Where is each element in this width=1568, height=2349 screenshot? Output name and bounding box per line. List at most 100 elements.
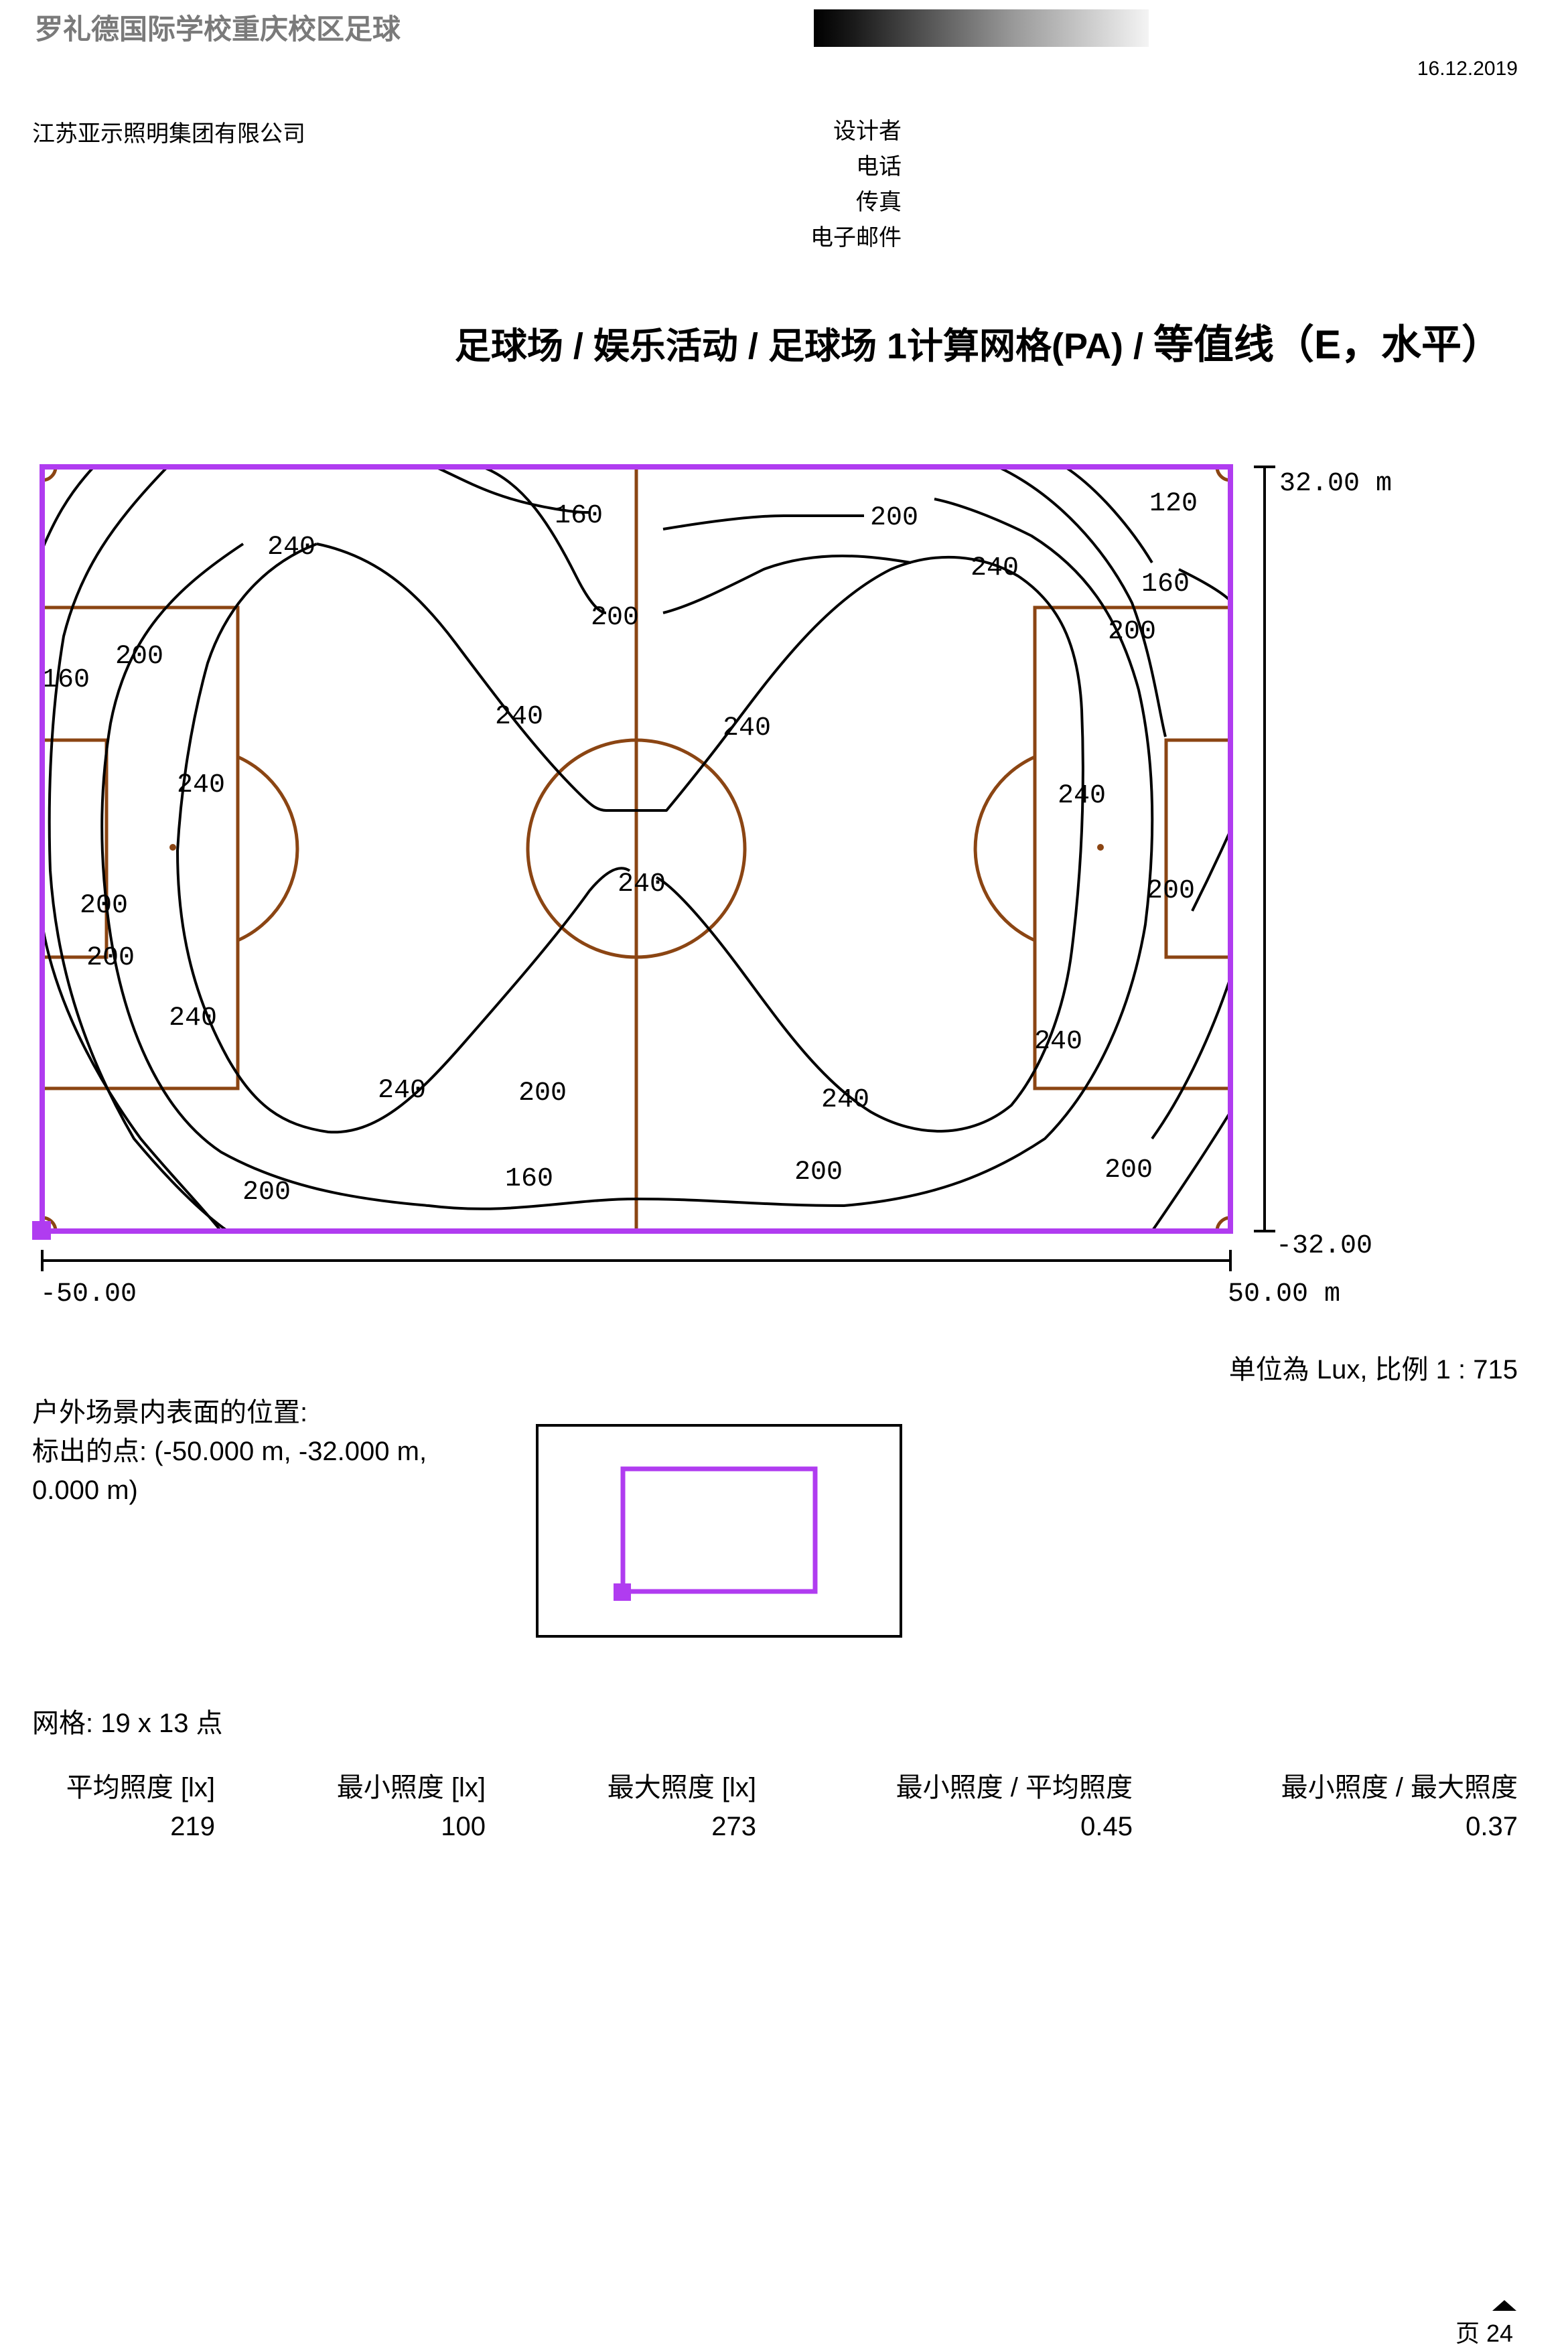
contour-label: 240 — [495, 702, 543, 732]
contour-label: 160 — [555, 501, 603, 531]
page-number: 页 24 — [1455, 2320, 1513, 2347]
contour-label: 200 — [794, 1157, 843, 1188]
contour-label: 160 — [1141, 569, 1190, 599]
stat-label: 最小照度 / 最大照度 — [1281, 1773, 1518, 1802]
stat-value: 273 — [711, 1812, 756, 1841]
stat-maximum: 最大照度 [lx] 273 — [608, 1768, 756, 1846]
stat-average: 平均照度 [lx] 219 — [66, 1768, 215, 1846]
contour-label: 240 — [267, 532, 315, 563]
contour-label: 240 — [169, 1003, 217, 1034]
left-penalty-spot — [169, 844, 176, 851]
stat-min-max: 最小照度 / 最大照度 0.37 — [1281, 1768, 1518, 1846]
contour-label: 120 — [1149, 489, 1198, 519]
header-gradient-bar — [814, 9, 1149, 47]
contour-labels: 160 200 240 200 120 160 200 240 160 200 … — [42, 489, 1198, 1208]
stat-value: 0.45 — [1080, 1812, 1133, 1841]
stat-label: 最大照度 [lx] — [607, 1773, 756, 1802]
right-penalty-spot — [1097, 844, 1104, 851]
isoline-160-left — [48, 466, 229, 1232]
stat-value: 0.37 — [1466, 1812, 1518, 1841]
isoline-right-top-edge — [1178, 568, 1232, 602]
contour-label: 200 — [1104, 1155, 1153, 1186]
isoline-200-right-lower — [1151, 977, 1232, 1140]
y-max-label: 32.00 m — [1279, 469, 1392, 499]
isoline-240-left-upper — [316, 543, 607, 812]
isoline-200-top-left — [482, 466, 607, 614]
isoline-200-top-right — [662, 555, 912, 614]
email-label: 电子邮件 — [810, 225, 902, 251]
dimension-labels: 32.00 m -32.00 -50.00 50.00 m — [40, 469, 1392, 1309]
designer-label: 设计者 — [833, 119, 902, 144]
contour-label: 240 — [821, 1085, 869, 1115]
report-date: 16.12.2019 — [1417, 58, 1518, 80]
contour-label: 160 — [42, 665, 90, 695]
contour-label: 200 — [86, 943, 135, 973]
x-max-label: 50.00 m — [1228, 1279, 1340, 1309]
origin-marker — [32, 1221, 51, 1240]
contour-label: 200 — [518, 1078, 567, 1109]
contour-label: 240 — [723, 713, 771, 743]
project-title: 罗礼德国际学校重庆校区足球 — [35, 13, 401, 45]
stat-label: 平均照度 [lx] — [66, 1773, 215, 1802]
calc-grid-frame — [40, 464, 1233, 1234]
contour-label: 240 — [1058, 781, 1106, 811]
heading-path: 足球场 / 娱乐活动 / 足球场 1计算网格(PA) / — [454, 326, 1153, 366]
y-min-label: -32.00 — [1276, 1231, 1372, 1261]
overview-origin-marker — [614, 1583, 631, 1601]
position-info: 户外场景内表面的位置: 标出的点: (-50.000 m, -32.000 m,… — [32, 1393, 501, 1510]
position-label: 户外场景内表面的位置: — [32, 1398, 308, 1427]
left-penalty-arc — [236, 755, 299, 942]
contour-label: 240 — [1034, 1027, 1082, 1057]
stat-value: 219 — [170, 1812, 215, 1841]
contour-label: 200 — [870, 503, 918, 533]
phone-label: 电话 — [856, 154, 902, 180]
right-penalty-area — [1033, 606, 1232, 1090]
overview-surface-frame — [620, 1466, 818, 1594]
contour-label: 200 — [80, 891, 128, 921]
isolines — [41, 466, 1232, 1232]
fax-label: 传真 — [856, 190, 902, 215]
stat-label: 最小照度 / 平均照度 — [896, 1773, 1133, 1802]
right-penalty-arc — [973, 755, 1036, 942]
heading-type: 等值线（E，水平） — [1153, 322, 1502, 367]
stat-min-avg: 最小照度 / 平均照度 0.45 — [896, 1768, 1133, 1846]
contour-label: 200 — [591, 603, 639, 633]
marked-point: 标出的点: (-50.000 m, -32.000 m, 0.000 m) — [32, 1437, 427, 1505]
isoline-160-right — [997, 466, 1167, 737]
isoline-120 — [1064, 466, 1153, 564]
contour-label: 200 — [242, 1178, 291, 1208]
contour-label: 200 — [1147, 876, 1195, 906]
contact-labels: 设计者 电话 传真 电子邮件 — [737, 114, 902, 256]
grid-info: 网格: 19 x 13 点 — [32, 1709, 223, 1738]
overview-inset — [536, 1424, 902, 1638]
contour-label: 240 — [378, 1076, 426, 1106]
contour-label: 200 — [115, 642, 163, 672]
field-markings — [40, 466, 1232, 1232]
contour-label: 240 — [618, 869, 666, 900]
units-scale: 单位為 Lux, 比例 1 : 715 — [1228, 1355, 1518, 1384]
page-up-icon[interactable] — [1492, 2300, 1516, 2311]
isoline-200 — [100, 498, 1154, 1210]
left-goal-area — [40, 738, 109, 959]
company-name: 江苏亚示照明集团有限公司 — [32, 121, 305, 147]
isoline-left-lower — [41, 924, 222, 1232]
isoline-240-left — [176, 543, 631, 1134]
isoline-160-top-right — [662, 514, 864, 530]
dimension-lines — [41, 466, 1275, 1271]
stat-label: 最小照度 [lx] — [336, 1773, 486, 1802]
isoline-160-top-left — [435, 466, 590, 514]
isoline-left-corner — [41, 466, 95, 550]
stat-minimum: 最小照度 [lx] 100 — [337, 1768, 486, 1846]
contour-label: 160 — [505, 1164, 553, 1194]
contour-label: 240 — [971, 553, 1019, 583]
center-circle — [526, 738, 747, 959]
isoline-160-right-lower — [1151, 1111, 1232, 1232]
contour-label: 240 — [177, 770, 225, 800]
contour-label: 200 — [1108, 617, 1156, 647]
page-heading: 足球场 / 娱乐活动 / 足球场 1计算网格(PA) / 等值线（E，水平） — [455, 312, 1502, 370]
stat-value: 100 — [441, 1812, 486, 1841]
isoline-200-right-mid — [1191, 830, 1232, 912]
isoline-240-right — [606, 555, 1084, 1133]
x-min-label: -50.00 — [40, 1279, 137, 1309]
